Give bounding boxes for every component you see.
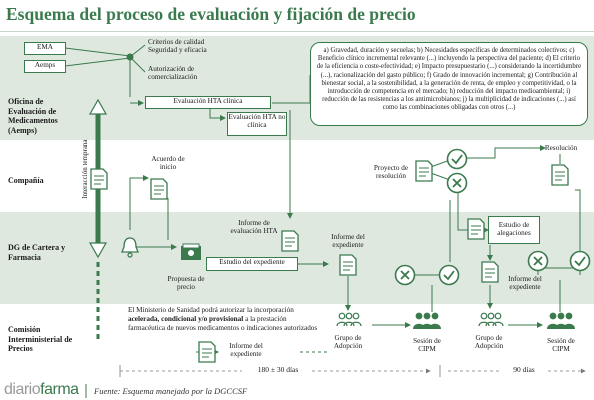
connector-split-2 — [537, 267, 581, 275]
estudio-expediente-box: Estudio del expediente — [206, 257, 298, 271]
grupo-adopcion-2-icon — [478, 312, 504, 327]
early-interaction-arrow-down — [88, 242, 108, 259]
lane-label-cipm: Comisión Interministerial de Precios — [8, 325, 73, 353]
rejected-icon-1 — [394, 264, 416, 286]
timeline-days-2: 90 días — [500, 365, 548, 375]
propuesta-icon — [181, 243, 201, 260]
ministry-note-part2: a la prestación farmacéutica de nuevos m… — [128, 315, 318, 332]
acuerdo-label: Acuerdo de inicio — [151, 155, 185, 172]
informe-expediente-2-icon — [481, 261, 499, 283]
approved-icon-3 — [569, 250, 591, 272]
bell-icon — [121, 237, 139, 258]
aemps-box: Aemps — [24, 60, 66, 73]
sesion-cipm-1-icon — [413, 312, 441, 329]
ministry-note-bold: acelerada, condicional y/o provisional — [128, 315, 244, 323]
informe-expediente-2-label: Informe del expediente — [508, 275, 542, 292]
acuerdo-document-icon — [150, 178, 168, 200]
lane-label-dg: DG de Cartera y Farmacia — [8, 243, 66, 262]
ministry-note-part1: El Ministerio de Sanidad podrá autorizar… — [128, 306, 294, 314]
informe-expediente-1-icon — [339, 254, 357, 276]
connector-autorizacion — [129, 56, 146, 73]
ministry-note: El Ministerio de Sanidad podrá autorizar… — [128, 306, 324, 333]
criteria-note: a) Gravedad, duración y secuelas; b) Nec… — [310, 42, 588, 126]
proyecto-resolucion-icon — [415, 160, 433, 182]
grupo-adopcion-1-label: Grupo de Adopción — [333, 334, 363, 351]
estudio-alegaciones-box: Estudio de alegaciones — [488, 216, 540, 244]
early-interaction-label: Interacción temprana — [80, 139, 89, 199]
lane-label-oficina: Oficina de Evaluación de Medicamentos (A… — [8, 97, 58, 135]
connector-ema — [64, 47, 131, 57]
sesion-cipm-2-icon — [547, 312, 575, 329]
informe-expediente-3-icon — [198, 341, 216, 363]
resolucion-document-icon — [551, 164, 569, 186]
informe-expediente-1-label: Informe del expediente — [331, 233, 365, 250]
source-note: Fuente: Esquema manejado por la DGCCSF — [94, 386, 248, 396]
connector-aemps — [64, 57, 131, 67]
early-interaction-arrow-up — [88, 98, 108, 115]
hta-no-clinica-box: Evaluación HTA no clínica — [227, 112, 287, 136]
grupo-adopcion-1-icon — [336, 312, 362, 327]
compania-document-icon — [90, 168, 108, 190]
connector-bell-acuerdo — [129, 175, 149, 230]
approved-icon-1 — [438, 264, 460, 286]
approval-node — [126, 53, 134, 61]
connector-note — [272, 75, 311, 104]
informe-hta-document-icon — [281, 230, 299, 252]
proyecto-resolucion-label: Proyecto de resolución — [373, 164, 409, 181]
resolucion-label: Resolución — [544, 144, 578, 152]
informe-expediente-3-label: Informe del expediente — [229, 342, 263, 359]
alegaciones-document-icon — [467, 218, 485, 240]
title-divider — [0, 31, 594, 32]
rejected-icon-3 — [527, 250, 549, 272]
hta-clinica-box: Evaluación HTA clínica — [145, 96, 271, 109]
informe-hta-label: Informe de evaluación HTA — [230, 219, 278, 236]
brand-logo: diariofarma — [4, 381, 79, 399]
page-title: Esquema del proceso de evaluación y fija… — [6, 4, 416, 24]
sesion-cipm-2-label: Sesión de CIPM — [547, 337, 575, 354]
timeline-days-1: 180 ± 30 días — [244, 365, 312, 375]
criterios-label: Criterios de calidad Seguridad y eficaci… — [148, 38, 207, 55]
approved-icon-2 — [446, 148, 468, 170]
propuesta-precio-label: Propuesta de precio — [167, 275, 205, 292]
grupo-adopcion-2-label: Grupo de Adopción — [474, 334, 504, 351]
connector-hta-nc — [209, 108, 226, 121]
rejected-icon-2 — [446, 172, 468, 194]
sesion-cipm-1-label: Sesión de CIPM — [413, 337, 441, 354]
connector-resolucion-right — [575, 189, 581, 195]
ema-box: EMA — [24, 42, 66, 55]
brand-logo-part2: farma — [40, 381, 79, 398]
lane-label-compania: Compañía — [8, 176, 44, 185]
brand-logo-part1: diario — [4, 381, 41, 398]
autorizacion-label: Autorización de comercialización — [148, 65, 198, 82]
connector-check-resolucion — [467, 145, 546, 159]
